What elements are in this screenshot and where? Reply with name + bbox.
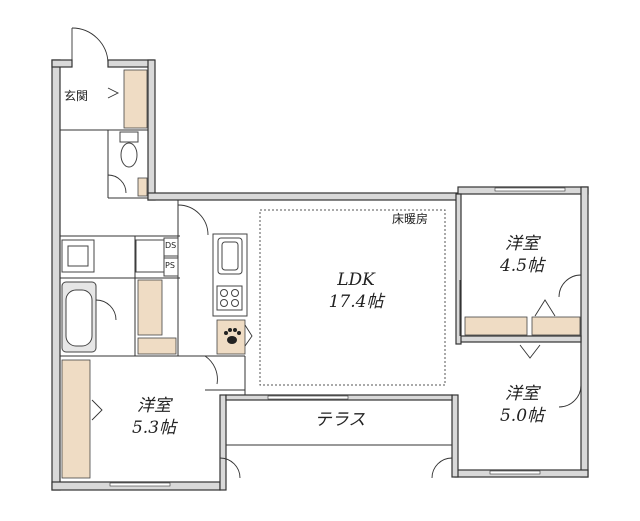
room1-name: 洋室 [505,234,539,254]
closet-door-mark [107,87,120,99]
entrance-label: 玄関 [64,89,89,103]
stove-icon [216,285,243,311]
closet-room3 [61,359,91,479]
room3-door [204,355,218,385]
shoe-closet [123,69,148,129]
room1-window [494,187,566,192]
bathtub-icon [61,281,97,353]
ps-shaft [163,257,179,277]
ldk-name: LDK [337,270,375,290]
room1-door [558,274,582,298]
closet-door-mark-room1 [534,299,556,317]
washbasin-icon [61,239,95,273]
ldk-door [177,204,209,236]
toilet-door [107,174,127,194]
terrace-door-left [219,457,241,479]
paw-icon [224,328,241,344]
closet-room1 [464,316,528,336]
room3-size: 5.3帖 [131,418,177,438]
ps-label: PS [165,261,175,270]
room2-door [558,384,582,408]
floor-heating-label: 床暖房 [392,212,429,226]
bath-door [95,299,117,321]
room3-name: 洋室 [137,396,171,416]
pantry-door-mark [244,324,253,347]
sink-icon [217,237,243,275]
ldk-size: 17.4帖 [328,292,384,312]
room2-window [489,470,541,475]
terrace-label: テラス [314,410,366,430]
toilet-icon [119,131,139,168]
terrace-door-right [431,457,453,479]
washing-machine-space [135,239,165,273]
room2-size: 5.0帖 [499,406,545,426]
room1-size: 4.5帖 [499,256,545,276]
linen-closet [137,279,163,336]
closet-door-mark-room2 [519,344,541,359]
ds-shaft [163,237,179,257]
closet-room1-b [531,316,581,336]
ldk-window [267,395,349,400]
closet-door-mark-room3 [91,399,103,421]
toilet-shelf [137,177,148,197]
room3-window [109,482,171,487]
floor-heating-zone [259,209,446,386]
room2-name: 洋室 [505,384,539,404]
hall-closet [137,337,177,355]
ds-label: DS [165,241,177,250]
entrance-door [71,27,109,64]
